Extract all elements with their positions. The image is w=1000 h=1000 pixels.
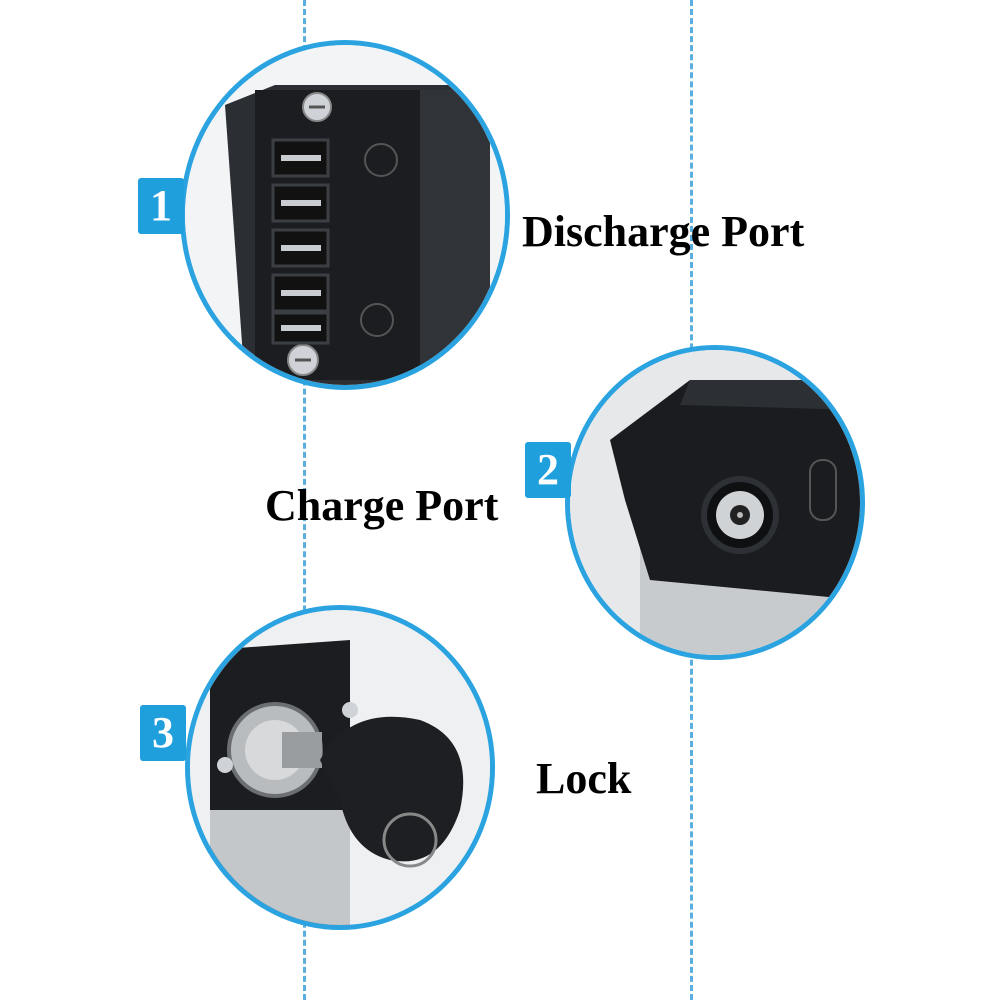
dashed-guide-left <box>303 0 306 1000</box>
badge-2: 2 <box>525 442 571 498</box>
charge-port-icon <box>570 350 860 655</box>
charge-port-photo <box>565 345 865 660</box>
discharge-port-icon <box>185 45 505 385</box>
charge-port-label: Charge Port <box>265 481 499 530</box>
lock-icon <box>190 610 490 925</box>
badge-3: 3 <box>140 705 186 761</box>
badge-1: 1 <box>138 178 184 234</box>
discharge-port-photo <box>180 40 510 390</box>
lock-photo <box>185 605 495 930</box>
lock-label: Lock <box>536 754 632 803</box>
discharge-port-label: Discharge Port <box>522 207 805 256</box>
